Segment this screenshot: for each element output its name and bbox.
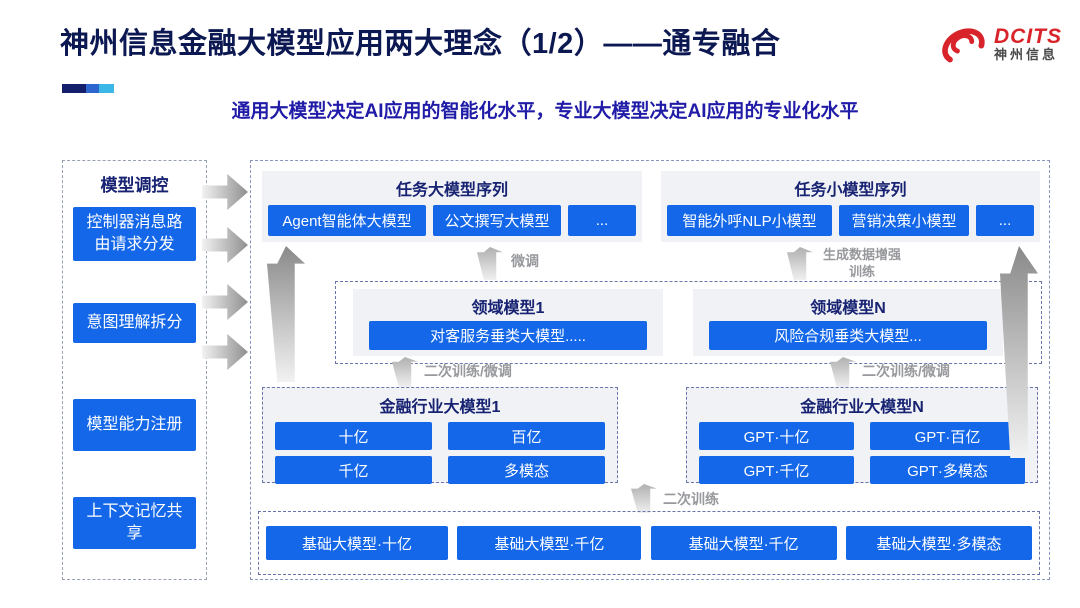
- more-large-models-chip: ...: [568, 205, 636, 236]
- sidebar-item-intent-split: 意图理解拆分: [73, 303, 196, 343]
- second-train-finetune-label-left: 二次训练/微调: [424, 363, 512, 379]
- slide-subtitle: 通用大模型决定AI应用的智能化水平，专业大模型决定AI应用的专业化水平: [231, 101, 859, 122]
- sidebar-item-router-dispatch: 控制器消息路由请求分发: [73, 207, 196, 261]
- task-large-model-panel: 任务大模型序列 Agent智能体大模型 公文撰写大模型 ...: [262, 171, 642, 242]
- scale-100b-chip: 千亿: [275, 456, 432, 484]
- right-arrow-icon: [202, 284, 248, 320]
- task-small-model-title: 任务小模型序列: [794, 182, 907, 199]
- agent-large-model-chip: Agent智能体大模型: [268, 205, 426, 236]
- gpt-100b-chip: GPT·千亿: [699, 456, 854, 484]
- right-arrow-icon: [202, 174, 248, 210]
- model-control-sidebar: 模型调控 控制器消息路由请求分发 意图理解拆分 模型能力注册 上下文记忆共享: [62, 160, 207, 580]
- domain-model-1-title: 领域模型1: [471, 300, 545, 317]
- logo-brand-text: DCITS: [994, 25, 1062, 49]
- accent-segment-navy: [62, 84, 86, 93]
- gpt-10b-chip: GPT·百亿: [870, 422, 1025, 450]
- right-arrow-icon: [202, 227, 248, 263]
- gen-data-train-label: 生成数据增强训练: [822, 247, 901, 279]
- industry-model-1-box: 金融行业大模型1 十亿 百亿 千亿 多模态: [262, 387, 618, 484]
- dcits-swirl-icon: [942, 28, 985, 63]
- document-writing-model-chip: 公文撰写大模型: [433, 205, 561, 236]
- base-models-box: 基础大模型·十亿 基础大模型·千亿 基础大模型·千亿 基础大模型·多模态: [258, 511, 1040, 575]
- sidebar-title: 模型调控: [100, 176, 169, 195]
- domain-model-1-panel: 领域模型1 对客服务垂类大模型.....: [353, 289, 663, 356]
- scale-1b-chip: 十亿: [275, 422, 432, 450]
- gpt-1b-chip: GPT·十亿: [699, 422, 854, 450]
- domain-model-n-panel: 领域模型N 风险合规垂类大模型...: [693, 289, 1003, 356]
- base-model-100b-chip: 基础大模型·千亿: [457, 526, 642, 560]
- gpt-multimodal-chip: GPT·多模态: [870, 456, 1025, 484]
- industry-model-n-box: 金融行业大模型N GPT·十亿 GPT·百亿 GPT·千亿 GPT·多模态: [686, 387, 1038, 484]
- multimodal-chip: 多模态: [448, 456, 605, 484]
- model-architecture-box: [250, 160, 1050, 580]
- accent-segment-blue: [86, 84, 99, 93]
- base-model-multimodal-chip: 基础大模型·多模态: [845, 526, 1032, 560]
- right-arrow-icon: [202, 334, 248, 370]
- base-model-1b-chip: 基础大模型·十亿: [266, 526, 448, 560]
- page-title: 神州信息金融大模型应用两大理念（1/2）——通专融合: [60, 28, 781, 60]
- task-small-model-panel: 任务小模型序列 智能外呼NLP小模型 营销决策小模型 ...: [661, 171, 1040, 242]
- customer-service-model-chip: 对客服务垂类大模型.....: [369, 321, 647, 350]
- base-model-100b-chip-2: 基础大模型·千亿: [650, 526, 837, 560]
- marketing-decision-model-chip: 营销决策小模型: [839, 205, 969, 236]
- scale-10b-chip: 百亿: [448, 422, 605, 450]
- finetune-label: 微调: [511, 253, 539, 269]
- sidebar-item-capability-register: 模型能力注册: [73, 399, 196, 451]
- domain-models-box: 领域模型1 对客服务垂类大模型..... 领域模型N 风险合规垂类大模型...: [335, 281, 1042, 364]
- outbound-nlp-model-chip: 智能外呼NLP小模型: [667, 205, 832, 236]
- accent-segment-cyan: [99, 84, 114, 93]
- industry-model-1-title: 金融行业大模型1: [379, 399, 501, 416]
- second-train-finetune-label-right: 二次训练/微调: [862, 363, 950, 379]
- risk-compliance-model-chip: 风险合规垂类大模型...: [709, 321, 987, 350]
- second-train-label: 二次训练: [663, 491, 719, 507]
- industry-model-n-title: 金融行业大模型N: [800, 399, 924, 416]
- more-small-models-chip: ...: [976, 205, 1034, 236]
- dcits-logo: DCITS 神州信息: [936, 18, 1062, 70]
- logo-brand-cn-text: 神州信息: [994, 47, 1059, 63]
- domain-model-n-title: 领域模型N: [810, 300, 886, 317]
- sidebar-item-context-memory: 上下文记忆共享: [73, 497, 196, 549]
- task-large-model-title: 任务大模型序列: [395, 182, 508, 199]
- title-accent-bar: [62, 84, 114, 93]
